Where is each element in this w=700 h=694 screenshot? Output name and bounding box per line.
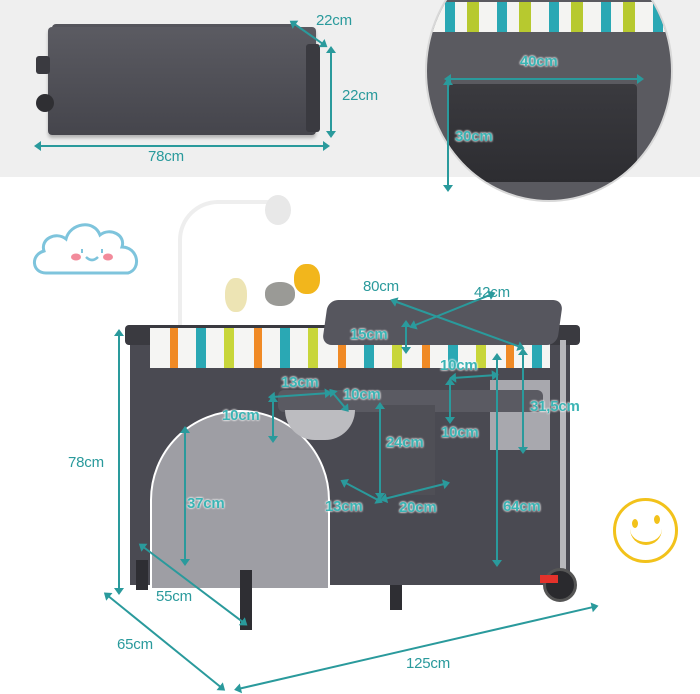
mobile-hub: [265, 195, 291, 225]
folded-bag-knob: [36, 56, 50, 74]
smiley-eye-right: [654, 515, 660, 524]
left-compartment-height-line: [272, 399, 274, 439]
organizer-pouch: [380, 405, 435, 495]
total-height-label: 78cm: [68, 454, 104, 471]
crib-leg: [390, 585, 402, 610]
bag-height-line: [330, 50, 332, 134]
changer-width-label: 42cm: [474, 284, 510, 301]
door-height-label: 37cm: [187, 495, 225, 512]
elephant-toy: [265, 282, 295, 306]
left-compartment-height-label: 10cm: [222, 407, 260, 424]
storage-pocket-inset: [425, 0, 673, 202]
length-line: [237, 605, 595, 690]
bag-length-label: 78cm: [148, 148, 184, 165]
folded-bag: [48, 27, 316, 135]
door-height-line: [184, 430, 186, 562]
storage-pocket: [449, 84, 637, 182]
folded-bag-wheel: [36, 94, 54, 112]
bag-length-line: [34, 141, 330, 151]
pouch-width-label: 20cm: [399, 499, 437, 516]
fabric-pattern: [427, 2, 671, 32]
changer-height-label: 15cm: [350, 326, 388, 343]
pocket-width-label: 40cm: [520, 53, 558, 70]
bassinet-depth-label: 31,5cm: [530, 398, 580, 415]
right-compartment-width-label: 10cm: [440, 357, 478, 374]
giraffe-toy: [225, 278, 247, 312]
pouch-height-line: [379, 406, 381, 496]
inner-width-label: 55cm: [156, 588, 192, 605]
bag-height-label: 22cm: [342, 87, 378, 104]
pocket-height-label: 30cm: [455, 128, 493, 145]
changer-height-line: [405, 324, 407, 350]
bassinet-depth-line: [522, 352, 524, 450]
smiley-mouth: [630, 523, 662, 545]
right-compartment-height-line: [449, 382, 451, 420]
pocket-width-line: [444, 74, 644, 84]
floor-to-bassinet-label: 64cm: [503, 498, 541, 515]
lion-toy: [294, 264, 320, 294]
right-compartment-height-label: 10cm: [441, 424, 479, 441]
changer-length-label: 80cm: [363, 278, 399, 295]
crib-leg: [240, 570, 252, 630]
left-compartment-width-label: 13cm: [281, 374, 319, 391]
outer-width-label: 65cm: [117, 636, 153, 653]
brake-pedal: [540, 575, 558, 583]
crib-wheel: [543, 568, 577, 602]
floor-to-bassinet-line: [496, 357, 498, 563]
total-height-line: [118, 333, 120, 591]
crib-leg: [560, 340, 566, 590]
pouch-depth-label: 13cm: [325, 498, 363, 515]
bag-depth-label: 22cm: [316, 12, 352, 29]
pouch-height-label: 24cm: [386, 434, 424, 451]
cloud-icon: [33, 223, 138, 275]
folded-bag-end: [306, 44, 320, 132]
length-label: 125cm: [406, 655, 451, 672]
smiley-icon: [613, 498, 678, 563]
crib-leg: [136, 560, 148, 590]
left-compartment-depth-label: 10cm: [343, 386, 381, 403]
pocket-height-line: [447, 82, 449, 188]
mobile-arm: [178, 200, 278, 340]
